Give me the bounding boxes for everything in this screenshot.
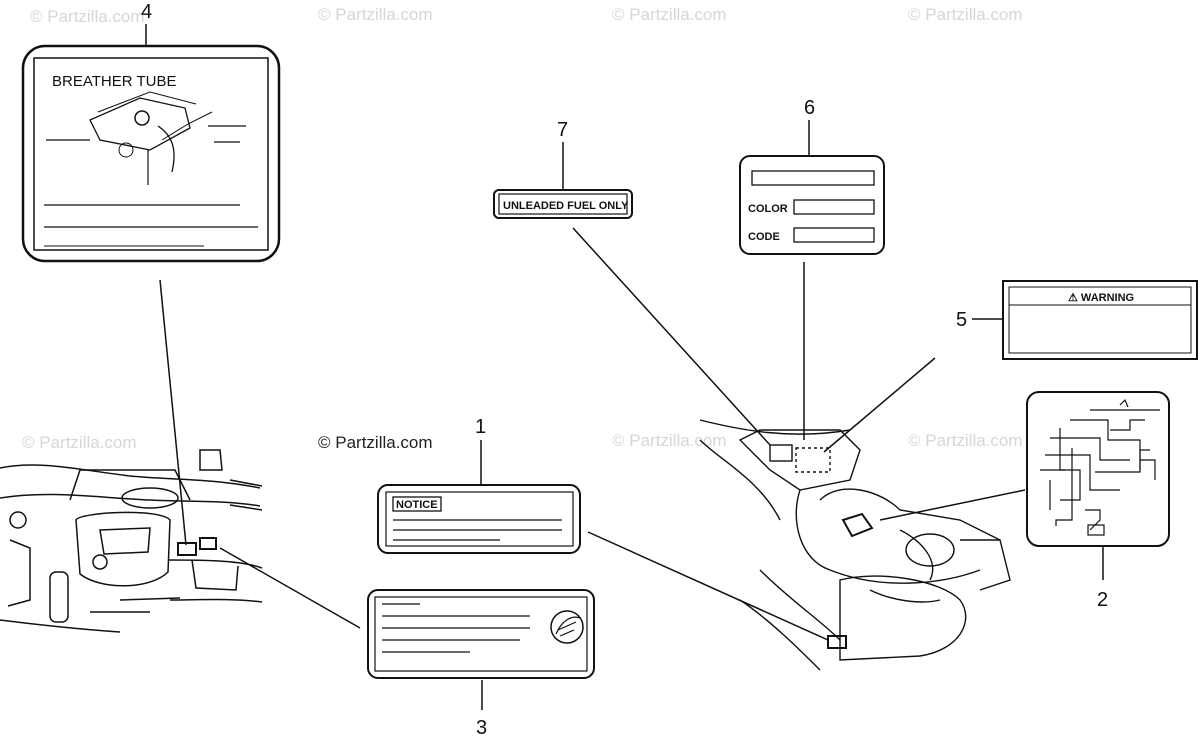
motorcycle-frame-right (699, 419, 1011, 671)
breather-tube-sketch (46, 91, 246, 185)
code-label: CODE (748, 231, 780, 243)
notice-text: NOTICE (396, 499, 438, 511)
label-5-warning: ⚠ WARNING (1002, 280, 1198, 360)
watermark: © Partzilla.com (908, 5, 1023, 24)
callout-number-1: 1 (475, 416, 486, 438)
label-4-breather-tube: BREATHER TUBE (21, 44, 281, 263)
leader-line-5b (823, 357, 936, 453)
watermark: © Partzilla.com (612, 5, 727, 24)
label-3-honda (367, 589, 595, 679)
color-label: COLOR (748, 203, 788, 215)
callout-number-3: 3 (476, 717, 487, 739)
watermark: © Partzilla.com (318, 5, 433, 24)
callout-number-5: 5 (956, 309, 967, 331)
label-1-notice: NOTICE (377, 484, 581, 554)
leader-line-2a (879, 489, 1026, 521)
watermark: © Partzilla.com (908, 431, 1023, 450)
leader-line-4b (159, 279, 187, 546)
leader-line-7b (572, 227, 771, 446)
warning-text: ⚠ WARNING (1068, 292, 1134, 304)
watermark: © Partzilla.com (30, 7, 145, 26)
breather-tube-title: BREATHER TUBE (52, 73, 176, 90)
label-6-color-code: COLOR CODE (739, 155, 885, 255)
callout-number-7: 7 (557, 119, 568, 141)
unleaded-fuel-text: UNLEADED FUEL ONLY (503, 200, 629, 212)
honda-wing-icon (550, 610, 584, 644)
watermark: © Partzilla.com (22, 433, 137, 452)
leader-line-1b (587, 531, 829, 641)
routing-diagram (1040, 398, 1160, 536)
leader-line-3a (219, 547, 361, 629)
label-7-unleaded-fuel: UNLEADED FUEL ONLY (493, 189, 633, 219)
watermark: © Partzilla.com (612, 431, 727, 450)
motorcycle-frame-left (0, 449, 263, 633)
label-2-cable-routing (1026, 391, 1170, 547)
callout-number-4: 4 (141, 1, 152, 23)
callout-number-6: 6 (804, 97, 815, 119)
callout-number-2: 2 (1097, 589, 1108, 611)
watermark-main: © Partzilla.com (318, 433, 433, 452)
